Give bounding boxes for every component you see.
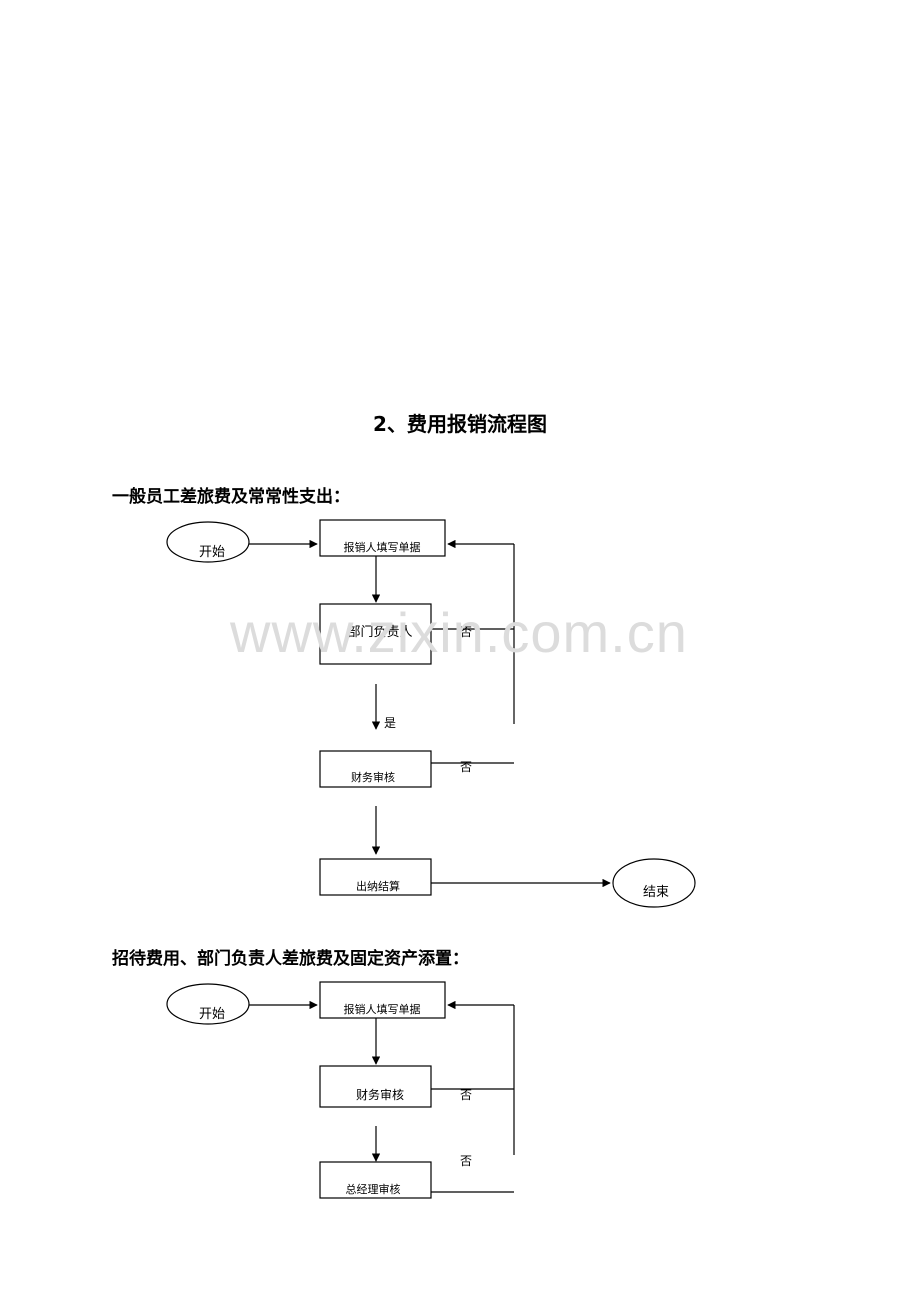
end-node-label: 结束 — [643, 885, 669, 900]
finance-review-box-2 — [319, 1065, 432, 1108]
section-heading-2: 招待费用、部门负责人差旅费及固定资产添置： — [112, 949, 469, 969]
reject-label-2: 否 — [460, 760, 472, 774]
fill-form-box-1 — [319, 519, 446, 557]
finance-review-box-1 — [319, 750, 432, 788]
reject-label-3: 否 — [460, 1088, 472, 1102]
cashier-settle-box-label: 出纳结算 — [356, 879, 400, 893]
dept-head-box — [319, 603, 432, 665]
start-node-1-label: 开始 — [199, 545, 225, 560]
fill-form-box-1-label: 报销人填写单据 — [344, 540, 421, 554]
flowchart-2: 开始 报销人填写单据 财务审核 否 否 总经理审核 — [166, 981, 515, 1199]
page-title: 2、费用报销流程图 — [373, 412, 547, 436]
flowchart-1: 开始 报销人填写单据 部门负责人 否 是 财务审核 否 出纳结算 结束 — [166, 519, 696, 908]
cashier-settle-box — [319, 858, 432, 896]
end-node — [612, 858, 696, 908]
fill-form-box-2-label: 报销人填写单据 — [344, 1002, 421, 1016]
reject-label-4: 否 — [460, 1154, 472, 1168]
reject-label-1: 否 — [460, 625, 472, 639]
start-node-2-label: 开始 — [199, 1007, 225, 1022]
fill-form-box-2 — [319, 981, 446, 1019]
start-node-1 — [166, 521, 250, 563]
dept-head-box-label: 部门负责人 — [347, 625, 412, 640]
finance-review-box-2-label: 财务审核 — [356, 1087, 404, 1102]
approve-label: 是 — [384, 716, 396, 730]
section-heading-1: 一般员工差旅费及常常性支出： — [112, 487, 350, 507]
gm-review-box — [319, 1161, 432, 1199]
finance-review-box-1-label: 财务审核 — [351, 770, 395, 784]
gm-review-box-label: 总经理审核 — [346, 1182, 401, 1196]
start-node-2 — [166, 983, 250, 1025]
